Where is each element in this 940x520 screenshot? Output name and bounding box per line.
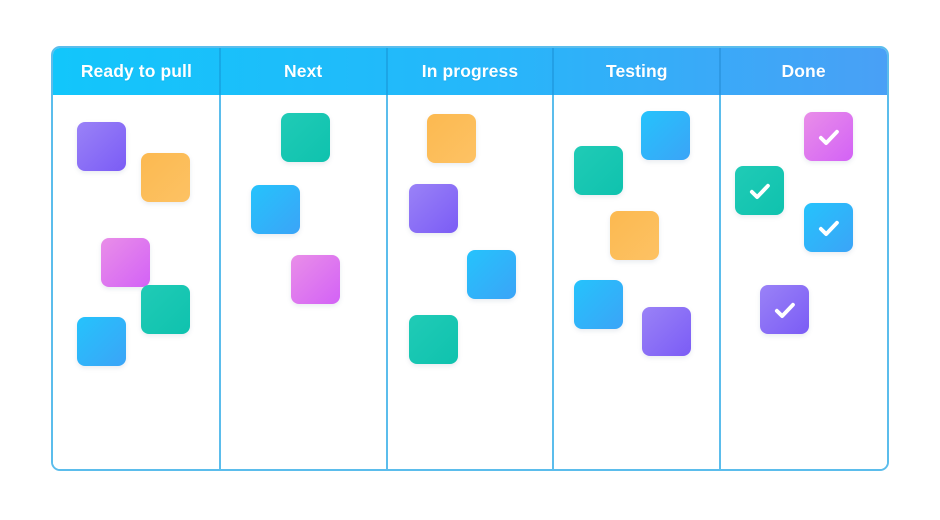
column-header-done[interactable]: Done bbox=[719, 48, 887, 95]
card-ready-to-pull-1[interactable] bbox=[77, 122, 126, 171]
card-in-progress-3[interactable] bbox=[466, 250, 516, 299]
card-testing-3[interactable] bbox=[610, 211, 660, 260]
card-testing-4[interactable] bbox=[574, 280, 624, 329]
card-done-3[interactable] bbox=[804, 203, 854, 252]
card-done-1[interactable] bbox=[804, 112, 854, 161]
card-ready-to-pull-4[interactable] bbox=[141, 285, 190, 334]
check-icon bbox=[772, 297, 798, 323]
card-done-2[interactable] bbox=[735, 166, 785, 215]
card-in-progress-2[interactable] bbox=[408, 184, 458, 233]
column-body-next[interactable] bbox=[218, 95, 387, 469]
column-header-label: Ready to pull bbox=[80, 61, 192, 81]
check-icon bbox=[816, 215, 842, 241]
board-body-row bbox=[53, 95, 887, 469]
column-body-testing[interactable] bbox=[552, 95, 721, 469]
card-next-2[interactable] bbox=[250, 185, 300, 234]
column-header-label: Done bbox=[781, 61, 826, 81]
kanban-board-wrapper: Ready to pull Next In progress Testing Done bbox=[51, 46, 889, 471]
kanban-board: Ready to pull Next In progress Testing Done bbox=[51, 46, 889, 471]
card-next-1[interactable] bbox=[280, 113, 330, 162]
column-header-label: In progress bbox=[421, 61, 519, 81]
card-ready-to-pull-2[interactable] bbox=[141, 153, 190, 202]
column-header-next[interactable]: Next bbox=[218, 48, 387, 95]
card-ready-to-pull-3[interactable] bbox=[101, 238, 150, 287]
card-done-4[interactable] bbox=[760, 285, 810, 334]
column-header-label: Testing bbox=[605, 61, 668, 81]
column-header-testing[interactable]: Testing bbox=[552, 48, 720, 95]
column-header-in-progress[interactable]: In progress bbox=[385, 48, 554, 95]
column-body-done[interactable] bbox=[719, 95, 887, 469]
card-in-progress-1[interactable] bbox=[426, 114, 476, 163]
column-header-ready-to-pull[interactable]: Ready to pull bbox=[53, 48, 220, 95]
card-ready-to-pull-5[interactable] bbox=[77, 317, 126, 366]
column-body-ready-to-pull[interactable] bbox=[53, 95, 220, 469]
board-header-row: Ready to pull Next In progress Testing Done bbox=[53, 48, 887, 95]
card-in-progress-4[interactable] bbox=[408, 315, 458, 364]
column-header-label: Next bbox=[284, 61, 323, 81]
card-testing-2[interactable] bbox=[574, 146, 624, 195]
card-testing-1[interactable] bbox=[641, 111, 691, 160]
column-body-in-progress[interactable] bbox=[385, 95, 554, 469]
check-icon bbox=[816, 124, 842, 150]
card-testing-5[interactable] bbox=[642, 307, 692, 356]
card-next-3[interactable] bbox=[290, 255, 340, 304]
check-icon bbox=[747, 178, 773, 204]
